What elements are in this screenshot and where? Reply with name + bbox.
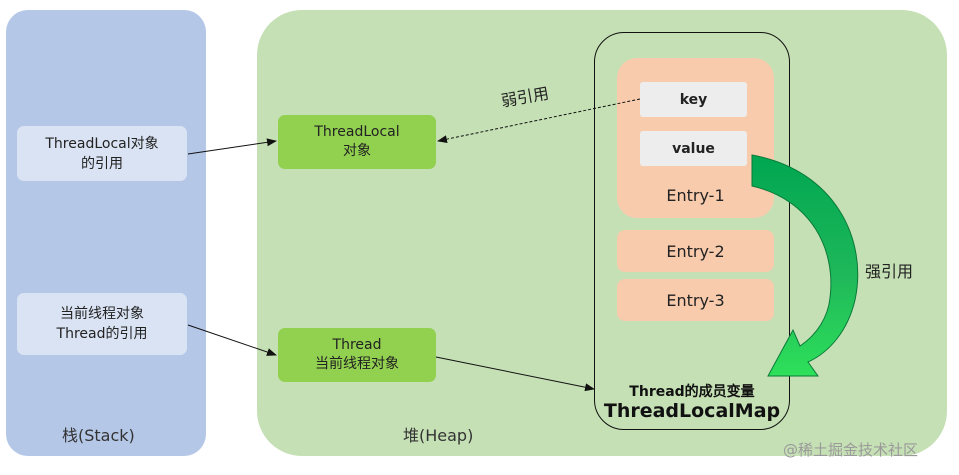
threadlocal-reference-line1: ThreadLocal对象 (45, 135, 159, 152)
thread-object-box: Thread 当前线程对象 (278, 328, 436, 382)
heap-label: 堆(Heap) (403, 426, 474, 445)
threadlocal-ref-arrow (187, 138, 277, 155)
member-variable-label: Thread的成员变量 (629, 384, 755, 400)
strong-reference-arrow (751, 154, 859, 377)
thread-reference-line2: Thread的引用 (56, 326, 148, 342)
thread-object-line2: 当前线程对象 (315, 356, 399, 372)
entry-1-label: Entry-1 (666, 186, 725, 205)
threadlocal-object-line2: 对象 (343, 143, 371, 159)
thread-reference-line1: 当前线程对象 (59, 306, 144, 322)
stack-region (6, 10, 206, 456)
watermark: @稀土掘金技术社区 (783, 441, 919, 459)
threadlocal-object-line1: ThreadLocal (314, 124, 400, 140)
threadlocalmap-frame (594, 32, 790, 430)
thread-reference-box: 当前线程对象 Thread的引用 (17, 293, 187, 355)
entry-3-box: Entry-3 (617, 279, 774, 321)
entry-2-box: Entry-2 (617, 230, 774, 272)
weak-reference-arrow (437, 98, 641, 144)
strong-reference-label: 强引用 (865, 262, 914, 281)
threadlocal-reference-line2: 的引用 (81, 155, 123, 172)
entry-1-key: key (640, 82, 747, 117)
threadlocalmap-label: ThreadLocalMap (603, 400, 781, 422)
entry-1-value: value (640, 131, 747, 166)
threadlocal-reference-box: ThreadLocal对象 的引用 (17, 126, 187, 181)
thread-ref-arrow (187, 324, 277, 356)
threadlocal-object-box: ThreadLocal 对象 (278, 115, 436, 169)
thread-to-map-arrow (435, 356, 595, 392)
thread-object-line1: Thread (332, 337, 382, 353)
stack-label: 栈(Stack) (62, 426, 135, 445)
